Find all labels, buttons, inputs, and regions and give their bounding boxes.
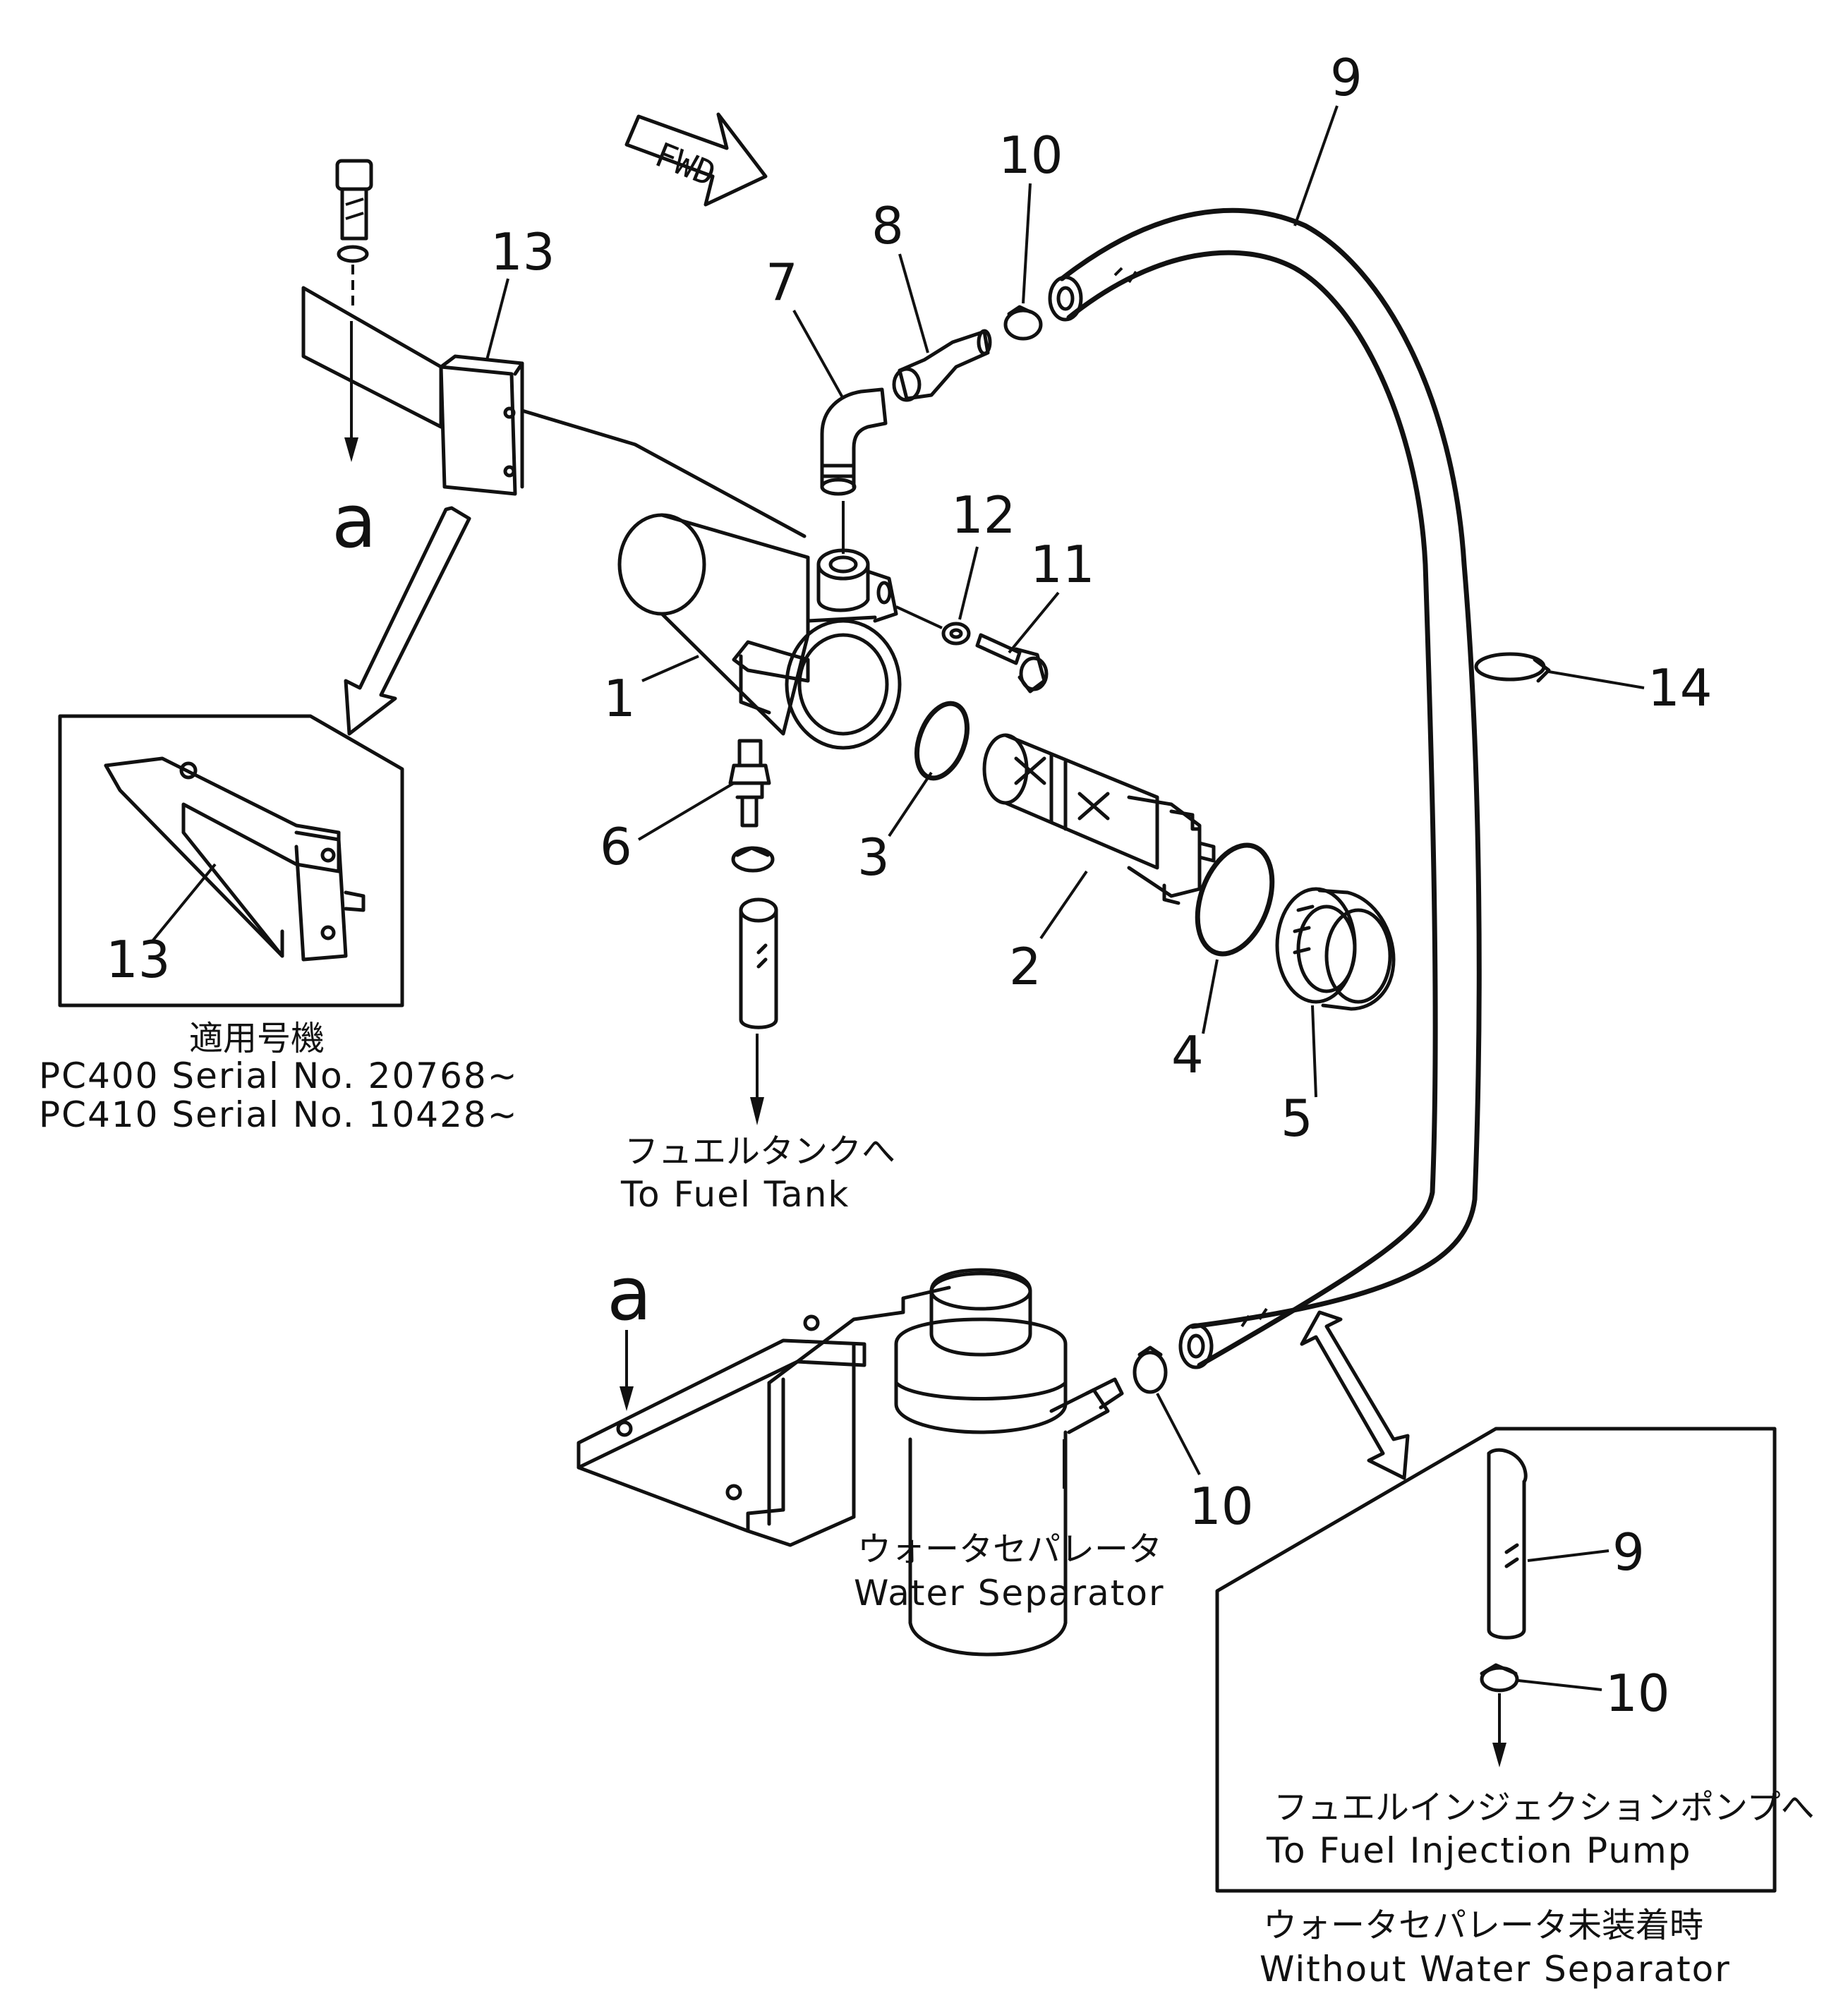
fitting-8 — [892, 329, 992, 402]
plug-5 — [1275, 887, 1396, 1011]
inset-bracket-box: 13 — [58, 714, 404, 1008]
callout-10-inset: 10 — [1605, 1664, 1670, 1723]
applicable-heading: 適用号機 — [189, 1019, 325, 1058]
fuel-tank-en: To Fuel Tank — [620, 1174, 850, 1215]
ref-a-top: a — [332, 478, 377, 564]
callout-12: 12 — [951, 485, 1016, 545]
serial-line-2: PC410 Serial No. 10428~ — [39, 1094, 519, 1135]
filter-element-2 — [982, 733, 1216, 905]
callout-1: 1 — [603, 669, 636, 728]
callout-6: 6 — [600, 817, 632, 876]
fitting-6 — [728, 739, 771, 828]
callout-13-top: 13 — [490, 222, 555, 282]
water-sep-en: Water Separator — [854, 1573, 1165, 1614]
washer-12 — [895, 605, 971, 646]
hose-to-tank — [739, 897, 778, 1125]
callout-3: 3 — [857, 828, 890, 887]
clamp-10-top — [1003, 305, 1043, 341]
callout-2: 2 — [1009, 937, 1041, 996]
elbow-7 — [820, 387, 888, 554]
inset-without-separator-box: 9 10 フュエルインジェクションポンプへ To Fuel Injection … — [1215, 1427, 1815, 1893]
callout-10-middle: 10 — [1189, 1477, 1254, 1536]
water-separator — [894, 1268, 1124, 1657]
bracket-bolt — [335, 159, 373, 310]
o-ring-4 — [1195, 842, 1275, 957]
without-en: Without Water Separator — [1260, 1949, 1731, 1990]
fwd-arrow: FWD — [624, 112, 768, 207]
callout-9-top: 9 — [1330, 48, 1363, 107]
fuel-tank-jp: フュエルタンクへ — [624, 1132, 895, 1171]
injection-jp: フュエルインジェクションポンプへ — [1274, 1788, 1815, 1827]
clamp-tank — [731, 846, 775, 873]
callout-7: 7 — [766, 253, 798, 312]
callout-10-top: 10 — [998, 126, 1063, 185]
bracket-13 — [301, 286, 807, 538]
callout-5: 5 — [1281, 1089, 1313, 1148]
hose-9 — [1048, 207, 1482, 1369]
callout-9-inset: 9 — [1612, 1523, 1645, 1582]
callout-14: 14 — [1648, 658, 1713, 718]
without-jp: ウォータセパレータ未装着時 — [1263, 1906, 1703, 1945]
callout-13-inset: 13 — [106, 930, 171, 989]
bolt-11 — [975, 633, 1049, 694]
clamp-10-middle — [1133, 1345, 1168, 1394]
serial-line-1: PC400 Serial No. 20768~ — [39, 1055, 519, 1096]
callout-8: 8 — [871, 196, 904, 255]
callout-11: 11 — [1030, 535, 1095, 594]
filter-head-1 — [617, 513, 902, 750]
injection-en: To Fuel Injection Pump — [1266, 1830, 1691, 1871]
ref-a-bottom: a — [607, 1251, 652, 1337]
double-arrow — [1300, 1310, 1410, 1480]
clip-14 — [1474, 652, 1551, 683]
o-ring-3 — [914, 701, 970, 781]
callout-4: 4 — [1171, 1025, 1204, 1084]
water-separator-base — [576, 1285, 951, 1547]
water-sep-jp: ウォータセパレータ — [857, 1530, 1162, 1569]
